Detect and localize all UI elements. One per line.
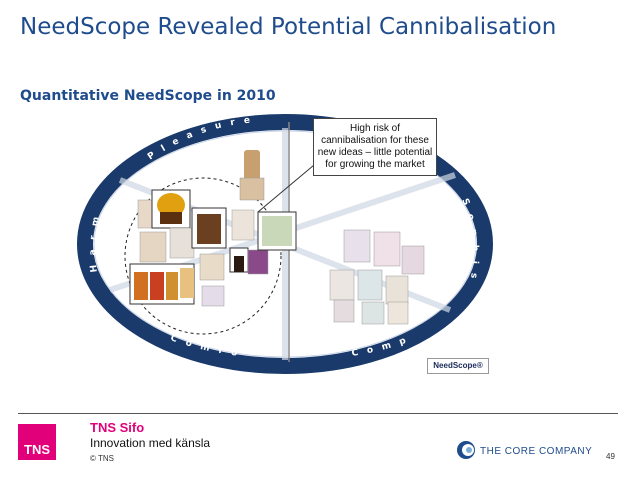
callout-line-1: High risk of <box>349 123 400 134</box>
partner-name: THE CORE COMPANY <box>480 446 593 457</box>
cannibalisation-cluster <box>124 177 282 335</box>
callout-line-4: for growing the market <box>325 159 425 170</box>
slide-title: NeedScope Revealed Potential Cannibalisa… <box>20 14 557 40</box>
needscope-logo: NeedScope® <box>427 358 489 374</box>
company-tagline: Innovation med känsla <box>90 436 211 450</box>
core-company-icon <box>457 441 475 459</box>
footer-divider <box>18 413 618 414</box>
page-number: 49 <box>606 452 615 461</box>
callout-line-3: new ideas – little potential <box>317 147 433 158</box>
product-packs-left <box>129 150 269 307</box>
product-pack-center <box>257 211 297 251</box>
slide-subtitle: Quantitative NeedScope in 2010 <box>20 88 276 104</box>
company-name: TNS Sifo <box>90 420 145 435</box>
tns-logo: TNS <box>18 424 56 460</box>
callout-pointer <box>257 159 321 213</box>
copyright: © TNS <box>90 454 114 463</box>
cannibalisation-callout: High risk of cannibalisation for these n… <box>313 118 437 176</box>
callout-line-2: cannibalisation for these <box>321 135 429 146</box>
product-packs-right <box>329 229 425 325</box>
